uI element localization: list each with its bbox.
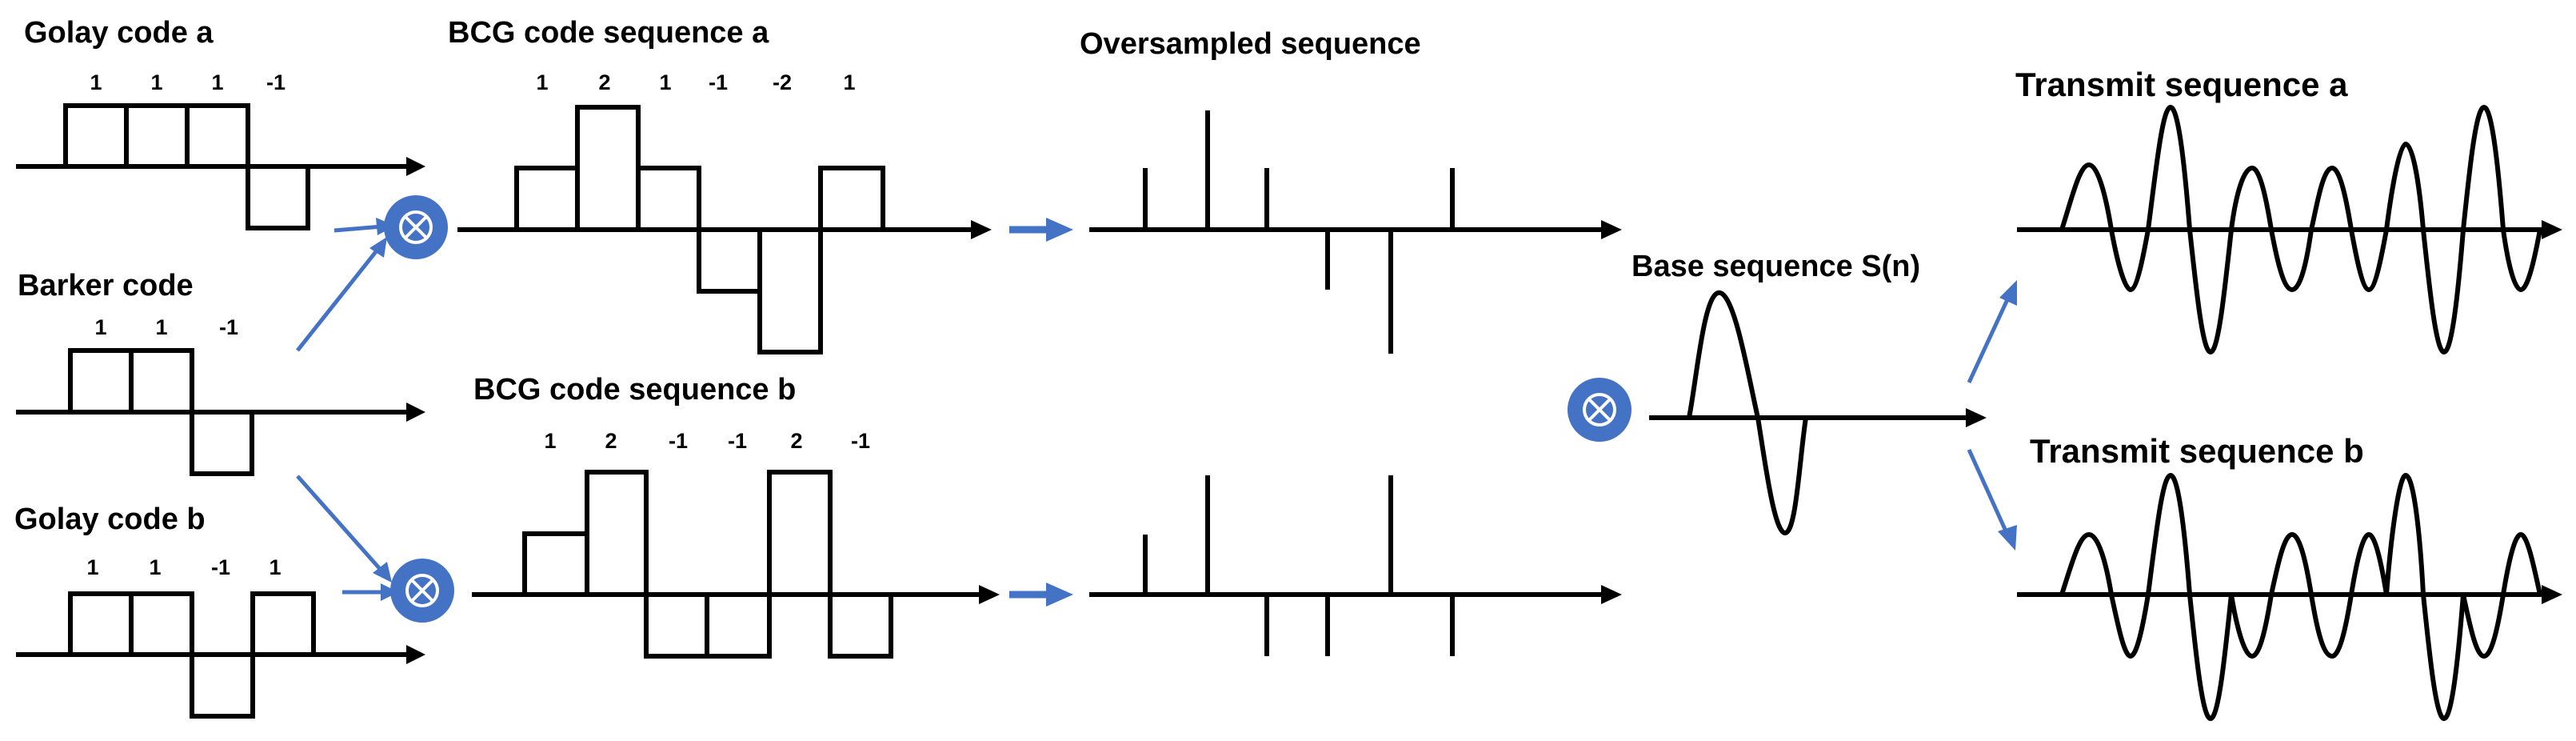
bcg-b-value: 1	[544, 429, 557, 453]
golay-b-value: 1	[86, 555, 99, 579]
bcg-a-value: 1	[843, 70, 856, 94]
barker-value: -1	[218, 315, 239, 339]
bcg-a-value: -2	[772, 70, 793, 94]
bcg-a-title: BCG code sequence a	[448, 16, 769, 50]
transmit-arrows	[1967, 280, 2017, 551]
golay-b-plot	[16, 591, 425, 719]
multiplier-a-node	[384, 195, 448, 259]
golay-a-title: Golay code a	[24, 16, 214, 50]
oversampled-b-impulses	[1143, 475, 1455, 656]
transmit-b-waveform	[2059, 472, 2542, 722]
barker-value: 1	[94, 315, 107, 339]
golay-b-value: 1	[149, 555, 162, 579]
bcg-b-value: 2	[605, 429, 617, 453]
barker-waveform	[68, 348, 254, 476]
barker-value: 1	[155, 315, 168, 339]
bcg-a-value: 2	[598, 70, 611, 94]
oversampled-title: Oversampled sequence	[1080, 27, 1421, 61]
golay-b-title: Golay code b	[14, 503, 206, 536]
bcg-b-value: -1	[668, 429, 689, 453]
golay-b-value: 1	[269, 555, 282, 579]
bcg-b-value: -1	[850, 429, 871, 453]
transmit-b-plot	[2017, 472, 2562, 722]
barker-title: Barker code	[18, 269, 194, 302]
oversampled-b-plot	[1089, 475, 1622, 656]
bcg-b-value: -1	[727, 429, 748, 453]
connector-arrows	[296, 218, 398, 601]
oversampled-a-impulses	[1143, 110, 1455, 354]
oversampled-a-plot	[1089, 110, 1622, 354]
bcg-a-value: -1	[708, 70, 729, 94]
oversample-arrows	[1009, 218, 1073, 607]
golay-a-waveform	[63, 103, 310, 230]
transmit-a-title: Transmit sequence a	[2015, 66, 2348, 103]
bcg-b-title: BCG code sequence b	[473, 373, 797, 407]
bcg-b-plot	[472, 470, 1000, 659]
golay-a-value: -1	[266, 70, 286, 94]
golay-a-plot	[16, 103, 425, 230]
barker-plot	[16, 348, 425, 476]
transmit-a-plot	[2017, 104, 2562, 355]
bcg-a-value: 1	[659, 70, 672, 94]
base-sequence-plot	[1649, 290, 1987, 536]
golay-a-value: 1	[150, 70, 163, 94]
base-sequence-title: Base sequence S(n)	[1631, 250, 1921, 283]
transmit-a-waveform	[2059, 104, 2542, 355]
transmit-b-title: Transmit sequence b	[2030, 432, 2364, 470]
base-waveform	[1687, 290, 1808, 536]
bcg-a-waveform	[514, 105, 885, 354]
bcg-a-plot	[457, 105, 992, 354]
golay-a-value: 1	[211, 70, 224, 94]
golay-b-value: -1	[210, 555, 231, 579]
multiplier-b-node	[390, 559, 454, 623]
golay-a-value: 1	[90, 70, 102, 94]
bcg-b-value: 2	[790, 429, 803, 453]
multiplier-base-node	[1568, 378, 1631, 442]
bcg-a-value: 1	[536, 70, 549, 94]
bcg-b-waveform	[522, 470, 893, 659]
